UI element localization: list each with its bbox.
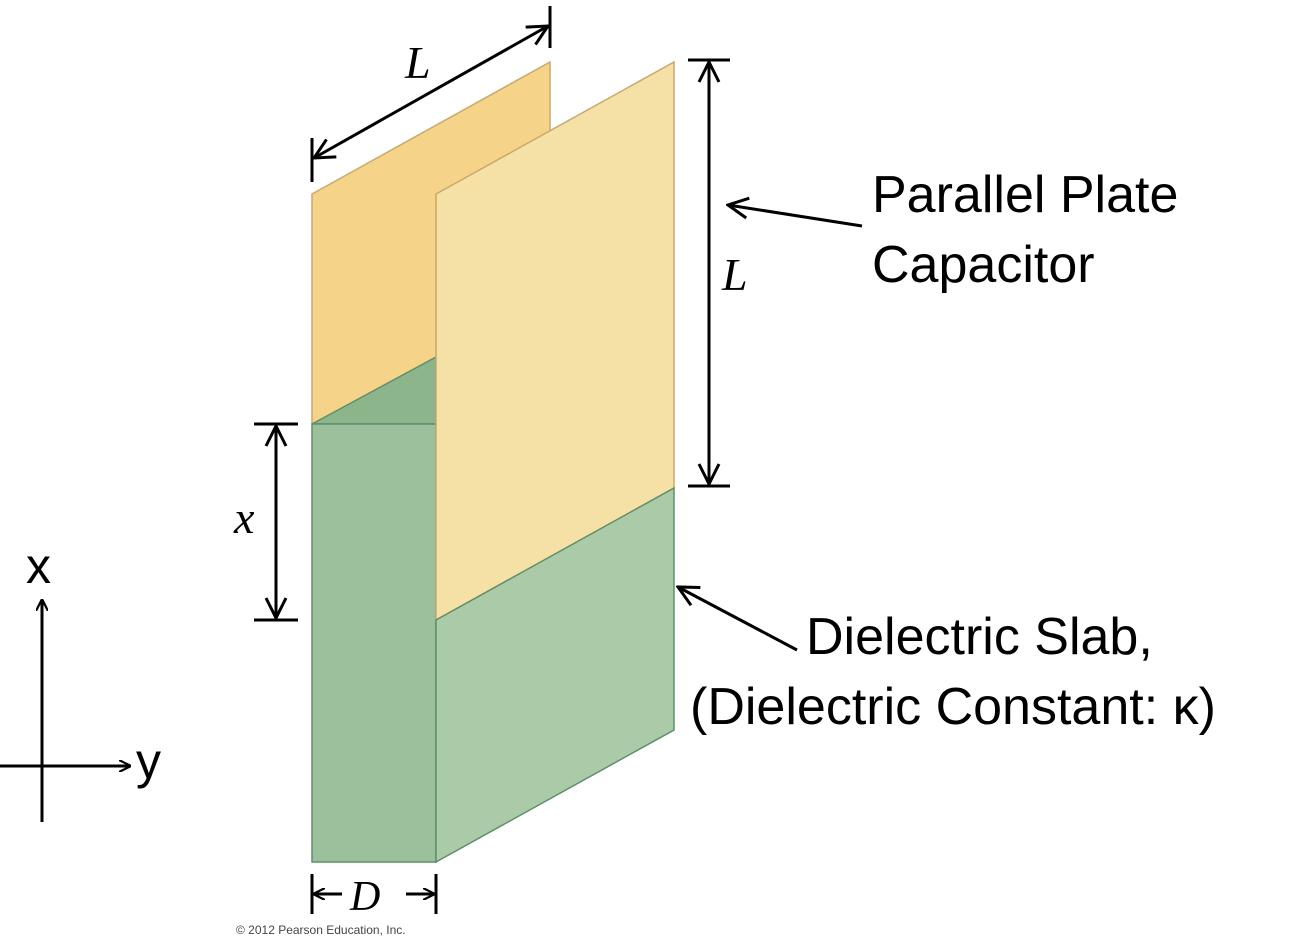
separation-dimension: D: [310, 874, 438, 920]
insertion-label: x: [233, 492, 255, 543]
width-dimension: L: [310, 6, 552, 182]
capacitor-callout-line1: Parallel Plate: [872, 166, 1178, 224]
height-dimension: L: [688, 58, 748, 488]
capacitor-callout: Parallel Plate Capacitor: [728, 166, 1178, 294]
dielectric-front-face: [435, 486, 675, 864]
axis-x-label: x: [26, 538, 51, 594]
height-label: L: [721, 249, 748, 300]
axis-y-label: y: [136, 733, 161, 789]
width-label: L: [404, 37, 431, 88]
separation-label: D: [349, 874, 380, 920]
dielectric-callout-line1: Dielectric Slab,: [806, 608, 1153, 666]
copyright-text: © 2012 Pearson Education, Inc.: [236, 923, 406, 937]
dielectric-callout: Dielectric Slab, (Dielectric Constant: κ…: [678, 587, 1216, 736]
capacitor-callout-line2: Capacitor: [872, 236, 1095, 294]
coordinate-axes: x y: [0, 538, 161, 822]
insertion-dimension: x: [233, 422, 298, 622]
dielectric-callout-line2: (Dielectric Constant: κ): [690, 678, 1216, 736]
dielectric-side-face: [311, 423, 437, 863]
